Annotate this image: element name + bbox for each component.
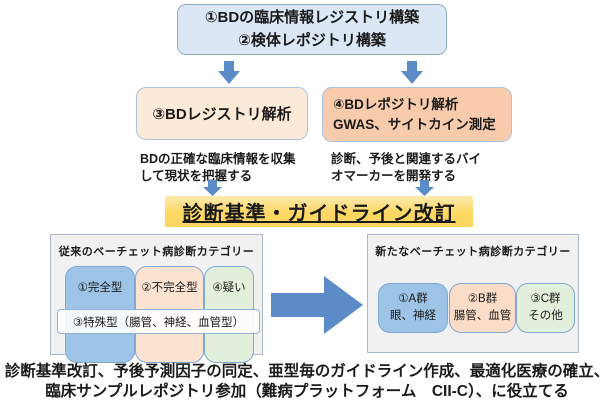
note-biomarker-line2: オマーカーを開発する bbox=[331, 169, 457, 184]
bd-registry-analysis-box: ③BDレジストリ解析 bbox=[136, 87, 308, 140]
category-group-b: ②B群 腸管、血管 bbox=[449, 283, 516, 333]
category-incomplete-type-label: ②不完全型 bbox=[141, 282, 198, 294]
guideline-revision-banner: 診断基準・ガイドライン改訂 bbox=[165, 196, 473, 227]
legacy-category-panel: 従来のベーチェット病診断カテゴリー ①完全型 ②不完全型 ④疑い ③特殊型（腸管… bbox=[50, 234, 263, 363]
new-panel-title: 新たなベーチェット病診断カテゴリー bbox=[375, 246, 571, 258]
category-special-type-overlay: ③特殊型（腸管、神経、血管型） bbox=[57, 309, 260, 334]
note-clinical-info: BDの正確な臨床情報を収集 して現状を把握する bbox=[140, 151, 296, 186]
note-clinical-info-line1: BDの正確な臨床情報を収集 bbox=[140, 152, 296, 166]
registry-construction-line1: ①BDの臨床情報レジストリ構築 bbox=[204, 9, 420, 26]
category-complete-type-label: ①完全型 bbox=[77, 282, 123, 294]
registry-construction-line2: ②検体レポジトリ構築 bbox=[238, 31, 386, 49]
new-category-panel: 新たなベーチェット病診断カテゴリー ①A群 眼、神経 ②B群 腸管、血管 ③C群… bbox=[367, 234, 579, 353]
down-arrow-icon bbox=[203, 180, 222, 196]
summary-line2: 臨床サンプルレポジトリ参加（難病プラットフォーム CII-C）、に役立てる bbox=[45, 383, 569, 401]
summary-line1: 診断基準改訂、予後予測因子の同定、亜型毎のガイドライン作成、最適化医療の確立、 bbox=[4, 363, 610, 380]
down-arrow-icon bbox=[218, 61, 240, 84]
note-biomarker: 診断、予後と関連するバイ オマーカーを開発する bbox=[331, 151, 481, 186]
legacy-panel-title: 従来のベーチェット病診断カテゴリー bbox=[58, 246, 255, 258]
summary-text: 診断基準改訂、予後予測因子の同定、亜型毎のガイドライン作成、最適化医療の確立、 … bbox=[0, 362, 614, 403]
note-biomarker-line1: 診断、予後と関連するバイ bbox=[331, 152, 482, 166]
category-group-a-line1: ①A群 bbox=[398, 293, 428, 306]
registry-construction-box: ①BDの臨床情報レジストリ構築 ②検体レポジトリ構築 bbox=[177, 4, 447, 55]
bd-repository-analysis-box: ④BDレポジトリ解析 GWAS、サイトカイン測定 bbox=[322, 87, 512, 142]
guideline-revision-label: 診断基準・ガイドライン改訂 bbox=[182, 203, 456, 225]
category-group-a-line2: 眼、神経 bbox=[390, 310, 436, 322]
category-suspected-type-label: ④疑い bbox=[212, 282, 246, 294]
bd-repository-analysis-line1: ④BDレポジトリ解析 bbox=[333, 96, 459, 112]
category-group-c-line2: その他 bbox=[528, 310, 563, 322]
category-group-a: ①A群 眼、神経 bbox=[378, 283, 448, 333]
right-arrow-icon bbox=[271, 276, 363, 334]
category-group-b-line2: 腸管、血管 bbox=[453, 310, 512, 322]
note-clinical-info-line2: して現状を把握する bbox=[140, 169, 253, 184]
category-special-type-label: ③特殊型（腸管、神経、血管型） bbox=[72, 316, 245, 329]
bd-registry-analysis-label: ③BDレジストリ解析 bbox=[152, 106, 292, 123]
category-group-c: ③C群 その他 bbox=[516, 283, 575, 333]
category-group-b-line1: ②B群 bbox=[467, 293, 498, 306]
down-arrow-icon bbox=[415, 180, 434, 196]
down-arrow-icon bbox=[401, 61, 423, 84]
category-group-c-line1: ③C群 bbox=[530, 293, 561, 306]
bd-repository-analysis-line2: GWAS、サイトカイン測定 bbox=[333, 116, 496, 132]
